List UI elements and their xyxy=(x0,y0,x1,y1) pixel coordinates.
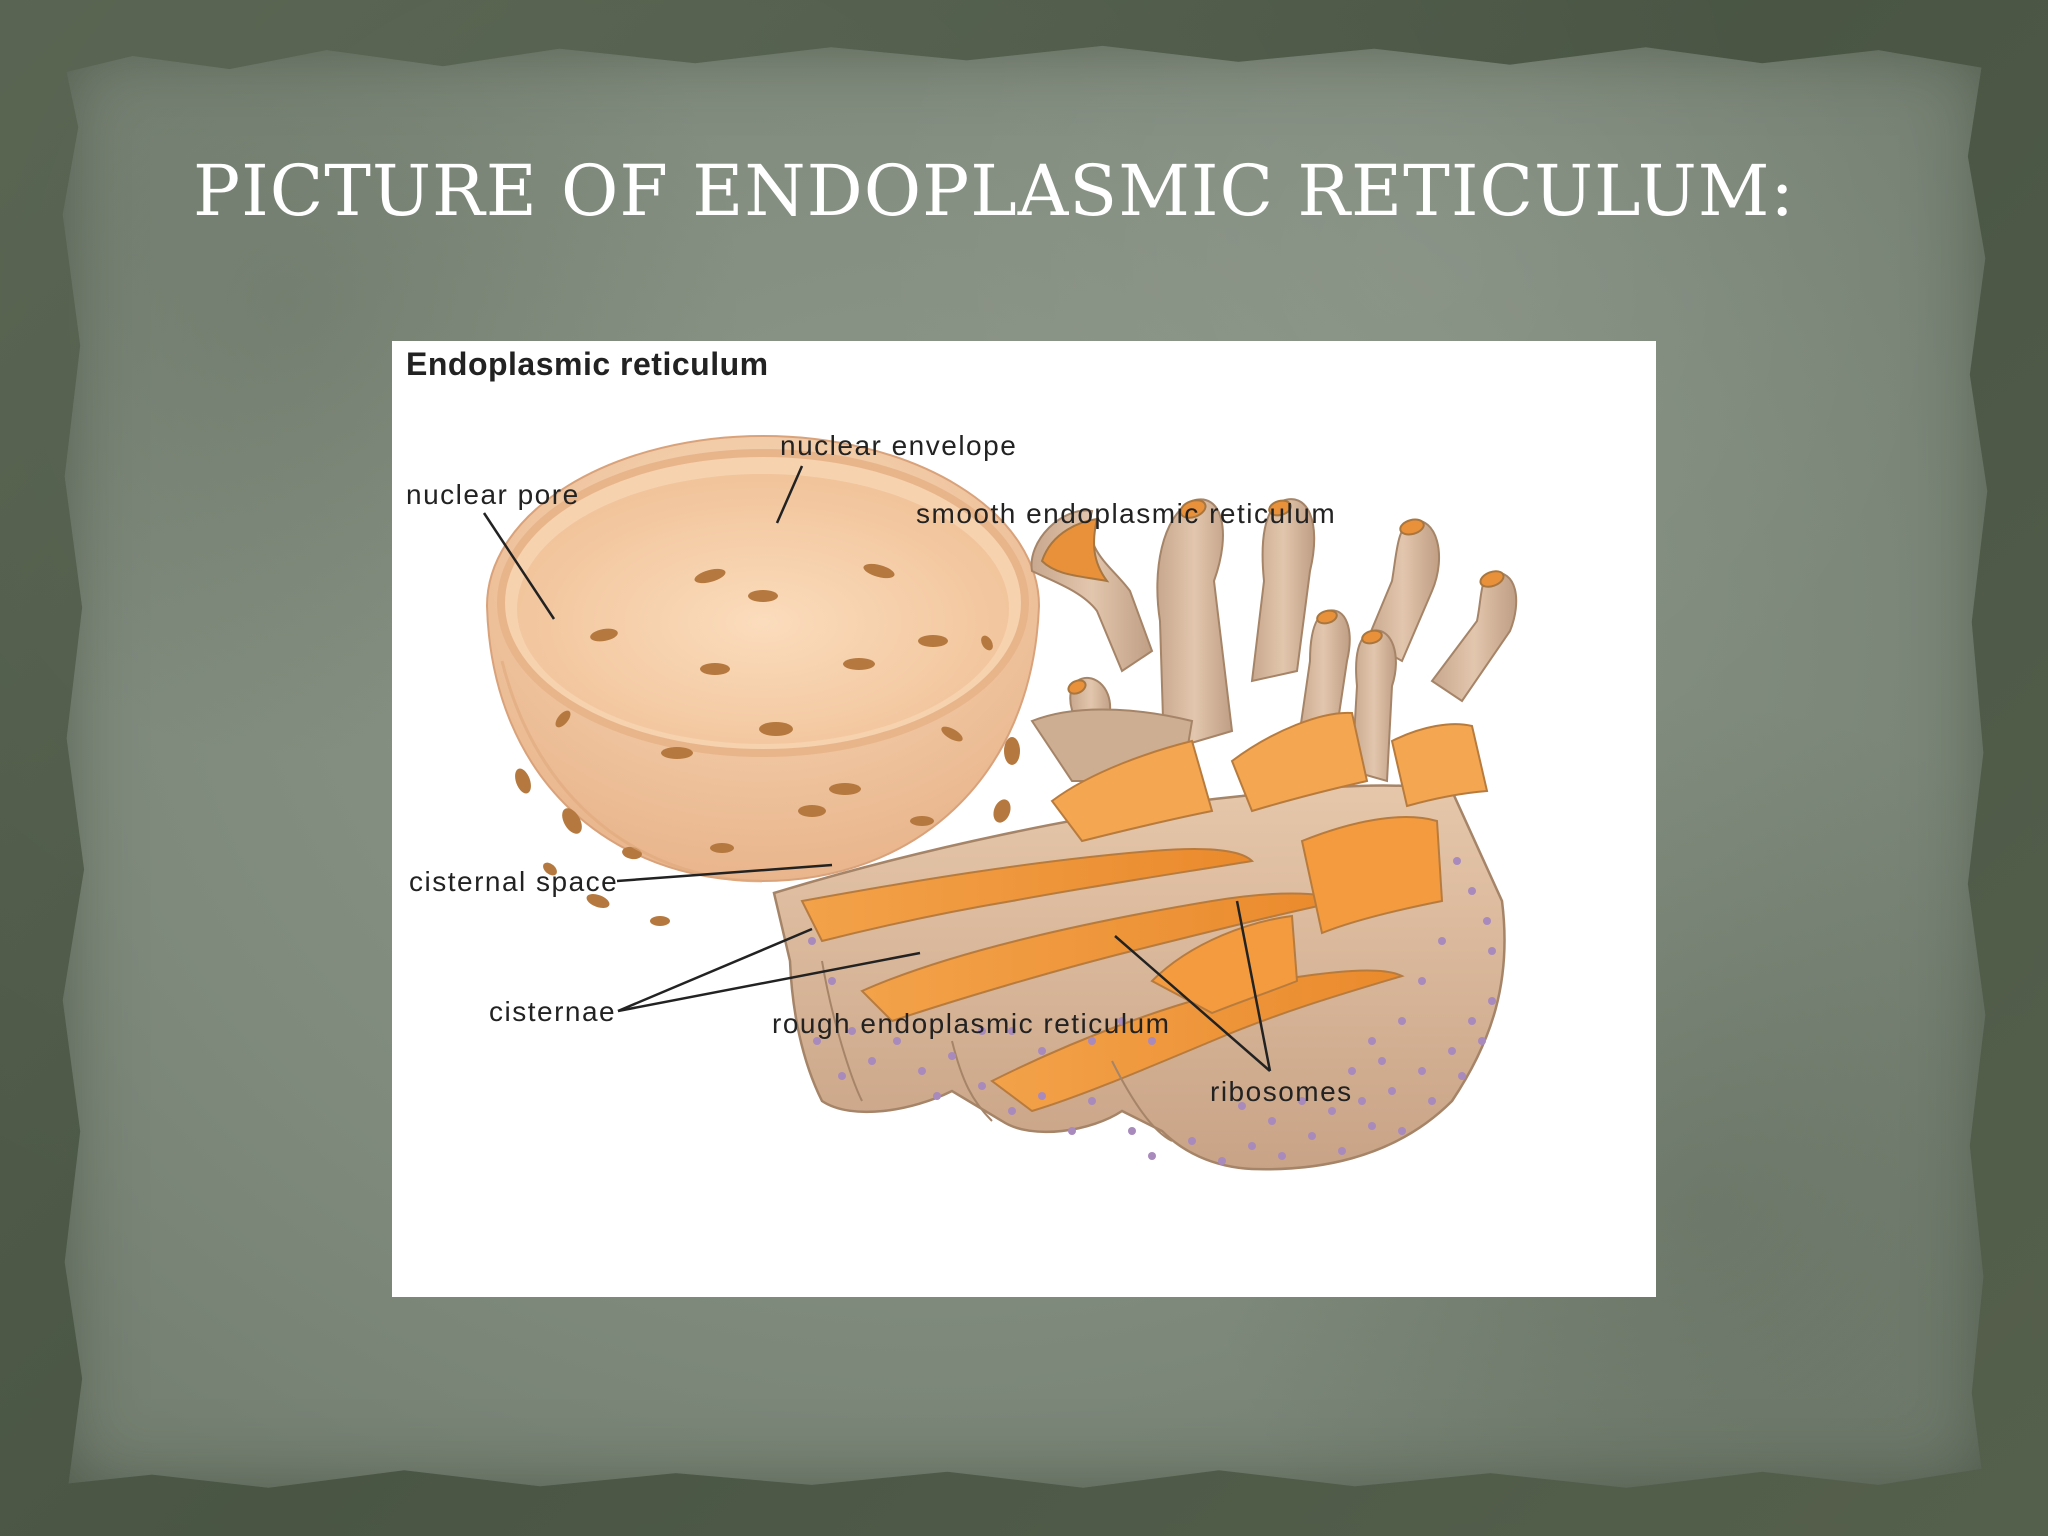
leader-cisternal-space xyxy=(616,863,833,883)
leader-ribosomes-2 xyxy=(1235,900,1272,1072)
diagram-labels: nuclear envelope nuclear pore smooth end… xyxy=(406,430,1353,1107)
er-diagram-svg: Endoplasmic reticulum xyxy=(406,346,1518,1171)
label-cisternae: cisternae xyxy=(489,996,616,1027)
slide-title: PICTURE OF ENDOPLASMIC RETICULUM: xyxy=(193,150,1795,232)
ribosome-dots xyxy=(808,857,1496,1165)
leader-nuclear-envelope xyxy=(775,465,804,524)
label-smooth-er: smooth endoplasmic reticulum xyxy=(916,498,1336,529)
leader-cisternae-1 xyxy=(617,927,813,1013)
label-ribosomes: ribosomes xyxy=(1210,1076,1353,1107)
nucleus-illustration xyxy=(485,435,1041,926)
leader-nuclear-pore xyxy=(482,512,556,620)
nuclear-pores xyxy=(515,563,1020,926)
label-cisternal-space: cisternal space xyxy=(409,866,618,897)
leader-ribosomes-1 xyxy=(1114,935,1271,1072)
label-nuclear-envelope: nuclear envelope xyxy=(780,430,1017,461)
figure-title: Endoplasmic reticulum xyxy=(406,346,769,382)
er-diagram-figure: Endoplasmic reticulum xyxy=(392,341,1656,1297)
label-nuclear-pore: nuclear pore xyxy=(406,479,580,510)
rough-er-illustration xyxy=(772,711,1506,1171)
leader-cisternae-2 xyxy=(617,951,921,1013)
label-rough-er: rough endoplasmic reticulum xyxy=(772,1008,1170,1039)
